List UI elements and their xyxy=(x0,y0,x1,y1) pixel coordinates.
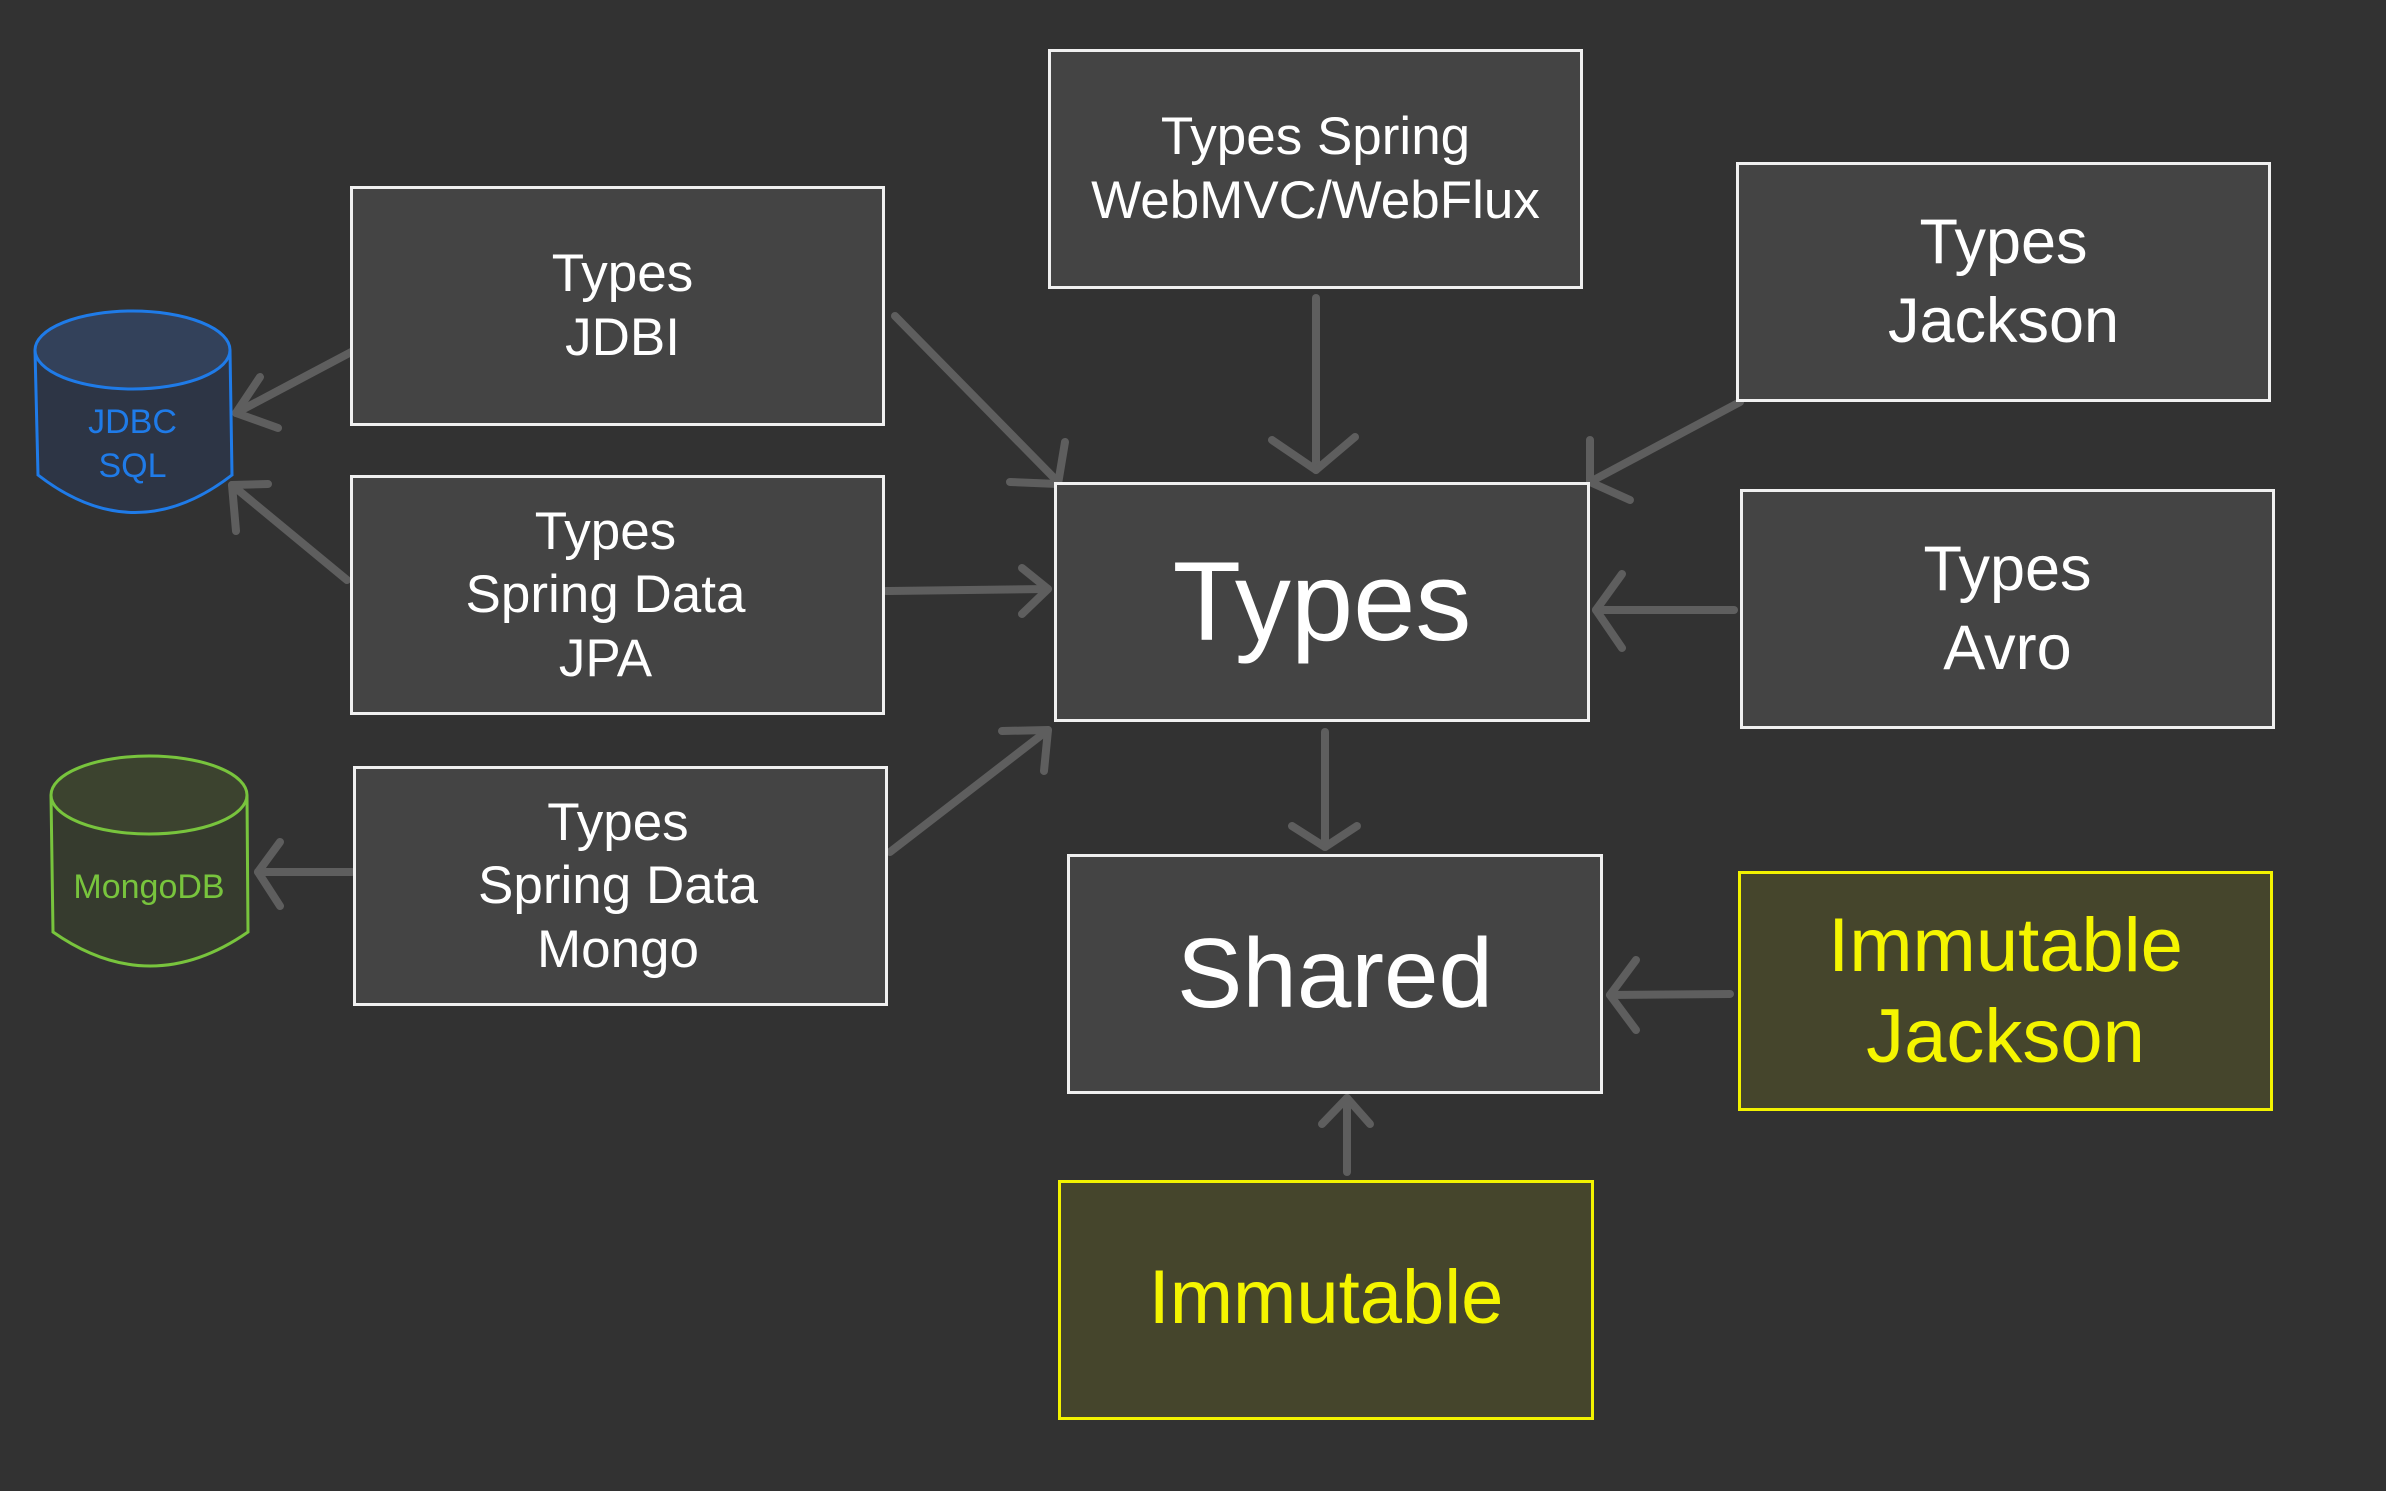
node-label-line: Spring Data xyxy=(478,856,758,916)
node-types-jdbi: Types JDBI xyxy=(350,186,885,426)
arrow-types-to-shared xyxy=(1288,728,1361,851)
arrow-immutable-to-shared xyxy=(1318,1094,1374,1176)
jdbc-sql-database-label: JDBC SQL xyxy=(35,395,230,495)
node-label-line: Types xyxy=(1923,534,2092,605)
node-label-line: Types xyxy=(534,501,677,561)
node-label-line: Immutable xyxy=(1828,902,2183,988)
db-label-line: MongoDB xyxy=(73,867,225,906)
mongodb-database-icon xyxy=(49,754,250,968)
arrow-jdbi-to-jdbc xyxy=(232,346,359,432)
db-label-line: JDBC xyxy=(88,403,177,442)
node-label-line: Avro xyxy=(1943,613,2072,683)
node-label-line: Jackson xyxy=(1887,286,2120,356)
node-label-line: WebMVC/WebFlux xyxy=(1091,171,1540,230)
node-shared: Shared xyxy=(1067,854,1603,1094)
arrow-avro-to-types xyxy=(1592,570,1738,652)
node-label-line: Types xyxy=(1172,538,1472,664)
mongodb-database-label: MongoDB xyxy=(51,860,247,915)
arrow-mongo-to-mongodb xyxy=(254,838,356,910)
arrow-jpa-to-types xyxy=(882,564,1052,618)
node-label-line: Mongo xyxy=(536,919,700,979)
node-label-line: Types xyxy=(551,244,694,304)
node-types-jackson: Types Jackson xyxy=(1736,162,2271,402)
arrow-jpa-to-jdbc xyxy=(228,480,351,584)
node-label-line: Shared xyxy=(1176,918,1493,1029)
node-label-line: Spring Data xyxy=(465,565,746,625)
db-label-line: SQL xyxy=(98,447,167,485)
arrow-webmvc-to-types xyxy=(1268,294,1359,474)
node-immutable-jackson: Immutable Jackson xyxy=(1738,871,2273,1111)
node-types-core: Types xyxy=(1054,482,1590,722)
arrow-mongo-to-types xyxy=(886,726,1052,856)
node-label-line: JDBI xyxy=(565,308,680,367)
node-immutable: Immutable xyxy=(1058,1180,1594,1420)
jdbc-sql-database-icon xyxy=(33,309,234,514)
node-label-line: Types Spring xyxy=(1160,107,1471,167)
arrow-jdbi-to-types xyxy=(891,312,1069,488)
arrow-jackson-to-types xyxy=(1586,398,1744,504)
node-types-spring-webmvc-webflux: Types Spring WebMVC/WebFlux xyxy=(1048,49,1583,289)
arrow-immutable-jackson-to-shared xyxy=(1606,956,1734,1034)
node-types-spring-data-mongo: Types Spring Data Mongo xyxy=(353,766,888,1006)
node-label-line: Jackson xyxy=(1866,994,2145,1079)
node-label-line: JPA xyxy=(558,628,653,688)
node-types-avro: Types Avro xyxy=(1740,489,2275,729)
node-label-line: Types xyxy=(1919,207,2088,278)
node-label-line: Types xyxy=(547,792,689,852)
node-types-spring-data-jpa: Types Spring Data JPA xyxy=(350,475,885,715)
node-label-line: Immutable xyxy=(1148,1255,1504,1341)
